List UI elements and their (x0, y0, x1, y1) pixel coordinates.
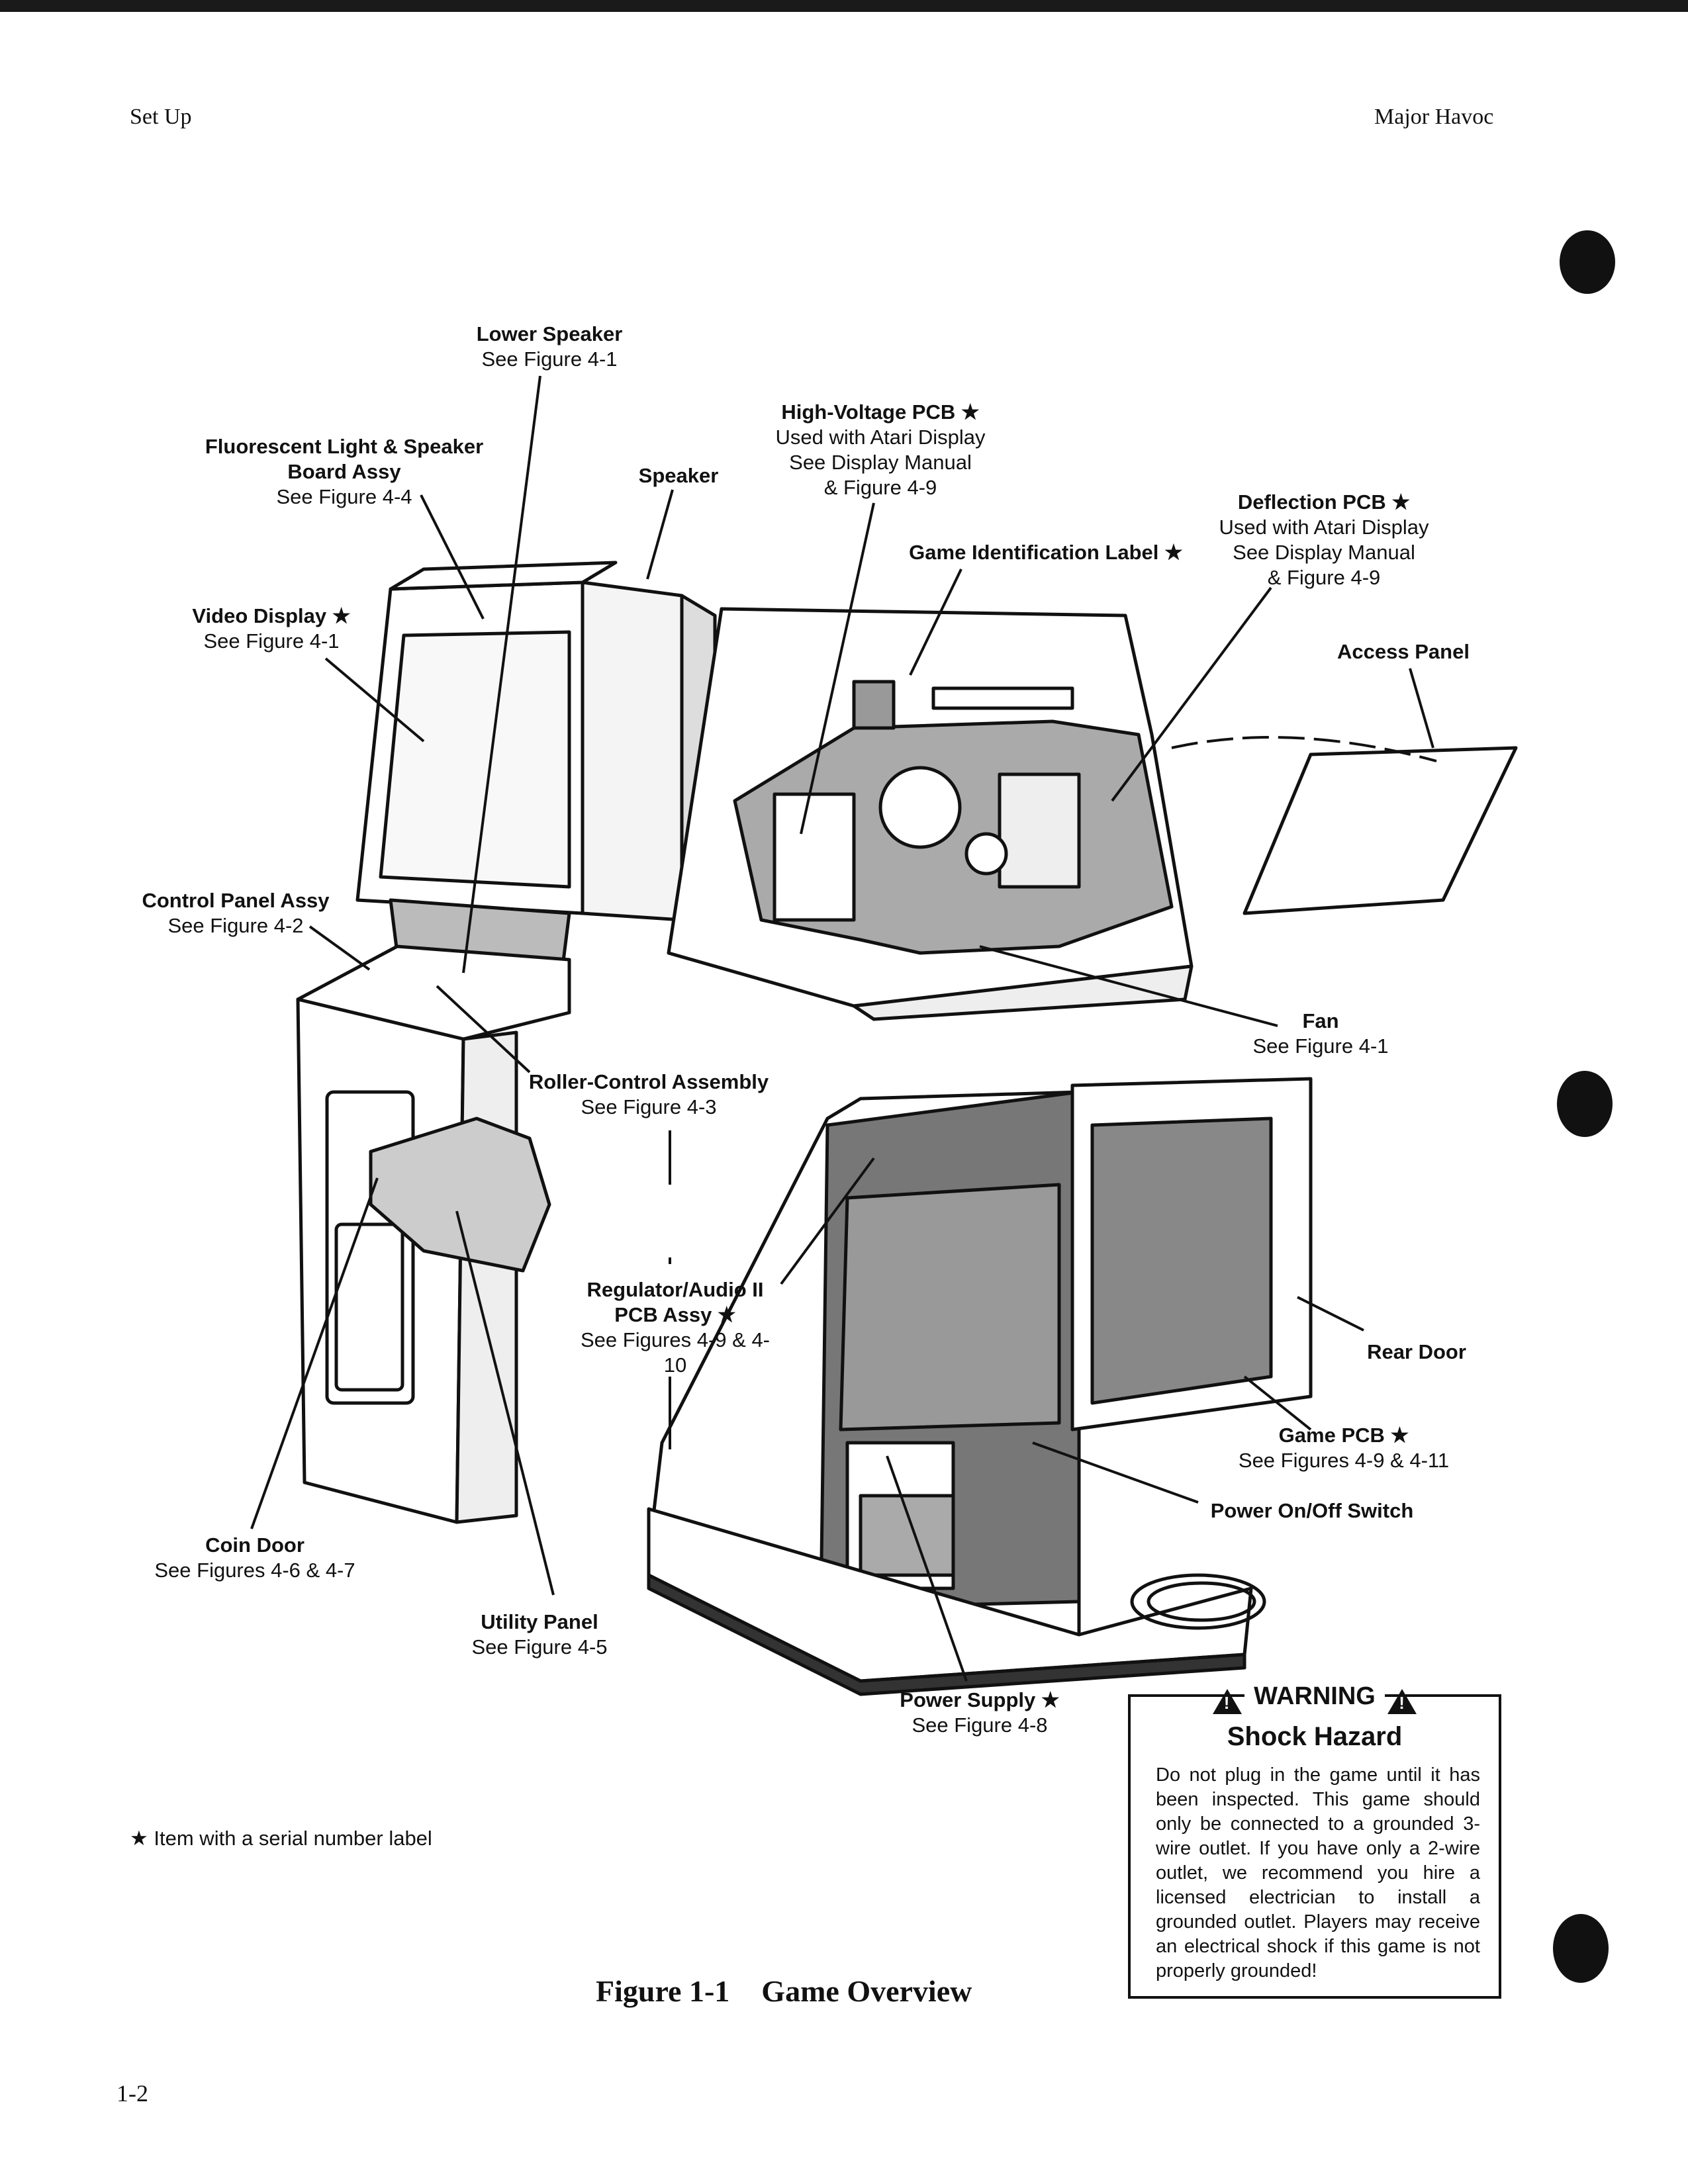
shock-hazard-warning: WARNING Shock Hazard Do not plug in the … (1128, 1682, 1501, 1999)
scan-top-edge (0, 0, 1688, 12)
callout-title: Control Panel Assy (142, 889, 330, 912)
callout-title: Deflection PCB ★ (1237, 490, 1411, 514)
callout-title: Game Identification Label ★ (909, 541, 1183, 564)
warning-triangle-icon (1212, 1688, 1242, 1714)
callout-reference: Used with Atari Display (1219, 516, 1429, 539)
callout-title: Roller-Control Assembly (528, 1070, 769, 1093)
running-header-section: Set Up (130, 105, 192, 129)
callout-title: Rear Door (1367, 1340, 1466, 1363)
callout-reference: See Display Manual (789, 451, 972, 474)
callout-utility-panel: Utility Panel See Figure 4-5 (450, 1610, 629, 1660)
warning-text: Do not plug in the game until it has bee… (1156, 1764, 1480, 1981)
callout-reference: See Figure 4-1 (481, 347, 618, 371)
callout-access-panel: Access Panel (1324, 639, 1483, 664)
page-number: 1-2 (117, 2080, 148, 2107)
callout-title: High-Voltage PCB ★ (781, 400, 980, 424)
callout-game-identification-label: Game Identification Label ★ (887, 540, 1205, 565)
callout-title: Video Display ★ (192, 604, 351, 627)
callout-title: Regulator/Audio II (586, 1278, 764, 1301)
callout-reference: See Figure 4-2 (167, 914, 304, 937)
callout-reference: See Figure 4-1 (1252, 1034, 1389, 1058)
callout-fluorescent-light: Fluorescent Light & Speaker Board Assy S… (185, 434, 503, 510)
callout-regulator-audio-pcb: Regulator/Audio II PCB Assy ★ See Figure… (569, 1277, 781, 1378)
binder-hole (1557, 1071, 1613, 1137)
callout-control-panel: Control Panel Assy See Figure 4-2 (130, 888, 342, 938)
callout-game-pcb: Game PCB ★ See Figures 4-9 & 4-11 (1231, 1423, 1456, 1473)
callout-reference: Used with Atari Display (775, 426, 986, 449)
warning-title: WARNING (1244, 1682, 1385, 1710)
callout-title: Speaker (638, 464, 719, 487)
callout-title: Lower Speaker (476, 322, 623, 345)
callout-high-voltage-pcb: High-Voltage PCB ★ Used with Atari Displ… (755, 400, 1006, 500)
running-header-title: Major Havoc (1374, 105, 1494, 129)
serial-label-note: ★ Item with a serial number label (130, 1827, 432, 1850)
callout-power-switch: Power On/Off Switch (1199, 1498, 1425, 1524)
callout-title: PCB Assy ★ (614, 1303, 736, 1326)
figure-caption: Figure 1-1 Game Overview (596, 1974, 972, 2009)
callout-reference: See Figure 4-5 (471, 1635, 608, 1659)
warning-heading: WARNING (1131, 1682, 1499, 1714)
callout-title: Access Panel (1337, 640, 1470, 663)
callout-title: Game PCB ★ (1278, 1424, 1409, 1447)
callout-reference: See Figures 4-6 & 4-7 (154, 1559, 355, 1582)
callout-speaker: Speaker (622, 463, 735, 488)
callout-title: Power Supply ★ (900, 1688, 1060, 1711)
callout-deflection-pcb: Deflection PCB ★ Used with Atari Display… (1205, 490, 1443, 590)
callout-reference: See Figures 4-9 & 4-11 (1238, 1449, 1450, 1472)
warning-subtitle: Shock Hazard (1227, 1722, 1403, 1751)
callout-lower-speaker: Lower Speaker See Figure 4-1 (457, 322, 642, 372)
callout-title: Fluorescent Light & Speaker (205, 435, 484, 458)
figure-number: Figure 1-1 (596, 1974, 730, 2008)
callout-title: Power On/Off Switch (1210, 1499, 1414, 1522)
binder-hole (1553, 1914, 1609, 1983)
callout-coin-door: Coin Door See Figures 4-6 & 4-7 (146, 1533, 364, 1583)
callout-power-supply: Power Supply ★ See Figure 4-8 (880, 1688, 1079, 1738)
callout-title: Board Assy (287, 460, 401, 483)
callout-reference: See Figure 4-8 (912, 1713, 1048, 1737)
figure-title: Game Overview (761, 1974, 972, 2008)
callout-title: Utility Panel (481, 1610, 598, 1633)
callout-roller-control: Roller-Control Assembly See Figure 4-3 (510, 1069, 788, 1120)
callout-video-display: Video Display ★ See Figure 4-1 (179, 604, 364, 654)
callout-reference: See Figure 4-4 (276, 485, 412, 508)
warning-triangle-icon (1387, 1688, 1417, 1714)
binder-hole (1560, 230, 1615, 294)
callout-rear-door: Rear Door (1350, 1340, 1483, 1365)
callout-reference: & Figure 4-9 (823, 476, 937, 499)
callout-reference: See Display Manual (1233, 541, 1415, 564)
callout-title: Fan (1302, 1009, 1339, 1032)
callout-title: Coin Door (205, 1533, 305, 1557)
callout-reference: See Figure 4-3 (581, 1095, 717, 1118)
callout-reference: See Figure 4-1 (203, 629, 340, 653)
callout-fan: Fan See Figure 4-1 (1231, 1009, 1410, 1059)
callout-reference: See Figures 4-9 & 4-10 (580, 1328, 771, 1377)
callout-reference: & Figure 4-9 (1267, 566, 1381, 589)
